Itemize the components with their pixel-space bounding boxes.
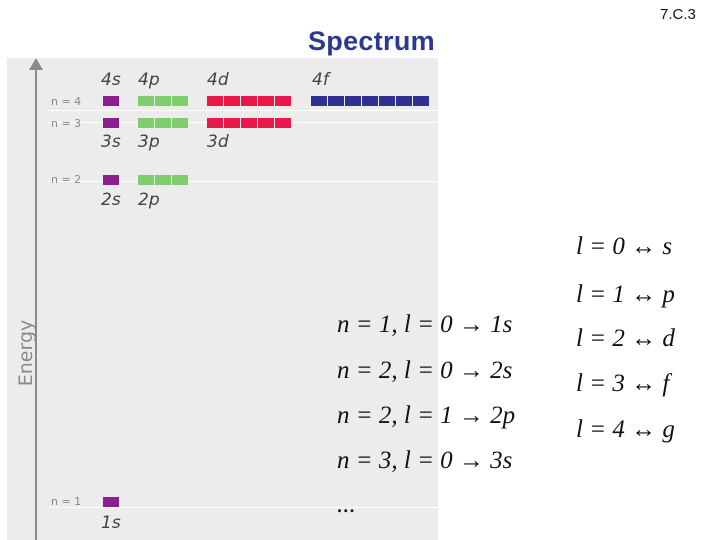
orbital-label-1s: 1s <box>101 513 121 533</box>
orbital-box-2s <box>103 175 119 185</box>
orbital-box-3s <box>103 118 119 128</box>
orbital-label-4p: 4p <box>138 70 160 90</box>
equation-l4-g: l = 4 ↔ g <box>576 416 675 443</box>
orbital-box-1s <box>103 497 119 507</box>
orbital-box-4f <box>345 96 361 106</box>
orbital-box-4d <box>207 96 223 106</box>
equation-l3-f: l = 3 ↔ f <box>576 370 670 397</box>
level-label-n1: n = 1 <box>51 495 82 508</box>
orbital-box-4p <box>172 96 188 106</box>
grid-line <box>47 181 438 182</box>
orbital-box-4f <box>311 96 327 106</box>
orbital-box-4f <box>328 96 344 106</box>
orbital-box-2p <box>172 175 188 185</box>
orbital-box-2p <box>155 175 171 185</box>
equation-l1-p: l = 1 ↔ p <box>576 281 675 308</box>
equation-n3-l0: n = 3, l = 0 → 3s <box>337 447 513 474</box>
orbital-label-2p: 2p <box>138 190 160 210</box>
orbital-box-4f <box>362 96 378 106</box>
orbital-label-2s: 2s <box>101 190 121 210</box>
orbital-box-3d <box>241 118 257 128</box>
orbital-box-3d <box>224 118 240 128</box>
equation-ellipsis: ... <box>337 491 356 518</box>
orbital-box-4p <box>155 96 171 106</box>
orbital-box-3p <box>138 118 154 128</box>
orbital-box-4s <box>103 96 119 106</box>
orbital-box-2p <box>138 175 154 185</box>
orbital-box-4f <box>413 96 429 106</box>
arrow-up-icon <box>29 58 43 70</box>
energy-axis-label: Energy <box>15 319 37 387</box>
orbital-label-3p: 3p <box>138 132 160 152</box>
orbital-label-4f: 4f <box>312 70 329 90</box>
orbital-box-4f <box>396 96 412 106</box>
orbital-label-4s: 4s <box>101 70 121 90</box>
equation-n1-l0: n = 1, l = 0 → 1s <box>337 311 513 338</box>
orbital-box-4p <box>138 96 154 106</box>
orbital-box-3p <box>172 118 188 128</box>
orbital-box-3d <box>275 118 291 128</box>
grid-line <box>47 110 438 111</box>
equation-n2-l1: n = 2, l = 1 → 2p <box>337 402 516 429</box>
grid-line <box>47 507 438 508</box>
orbital-label-3s: 3s <box>101 132 121 152</box>
orbital-box-4d <box>241 96 257 106</box>
energy-level-diagram: Energy n = 4 n = 3 n = 2 n = 1 4s 4p 4d … <box>7 58 438 540</box>
level-label-n2: n = 2 <box>51 173 82 186</box>
orbital-box-4d <box>275 96 291 106</box>
orbital-box-4d <box>258 96 274 106</box>
equation-l0-s: l = 0 ↔ s <box>576 233 673 260</box>
equation-n2-l0: n = 2, l = 0 → 2s <box>337 357 513 384</box>
orbital-label-4d: 4d <box>207 70 229 90</box>
orbital-box-3d <box>207 118 223 128</box>
orbital-box-3p <box>155 118 171 128</box>
orbital-label-3d: 3d <box>207 132 229 152</box>
energy-axis <box>29 58 43 540</box>
equation-l2-d: l = 2 ↔ d <box>576 325 675 352</box>
slide-number: 7.C.3 <box>660 6 696 23</box>
orbital-box-4f <box>379 96 395 106</box>
slide-title: Spectrum <box>308 26 435 56</box>
orbital-box-3d <box>258 118 274 128</box>
level-label-n3: n = 3 <box>51 117 82 130</box>
orbital-box-4d <box>224 96 240 106</box>
level-label-n4: n = 4 <box>51 95 82 108</box>
